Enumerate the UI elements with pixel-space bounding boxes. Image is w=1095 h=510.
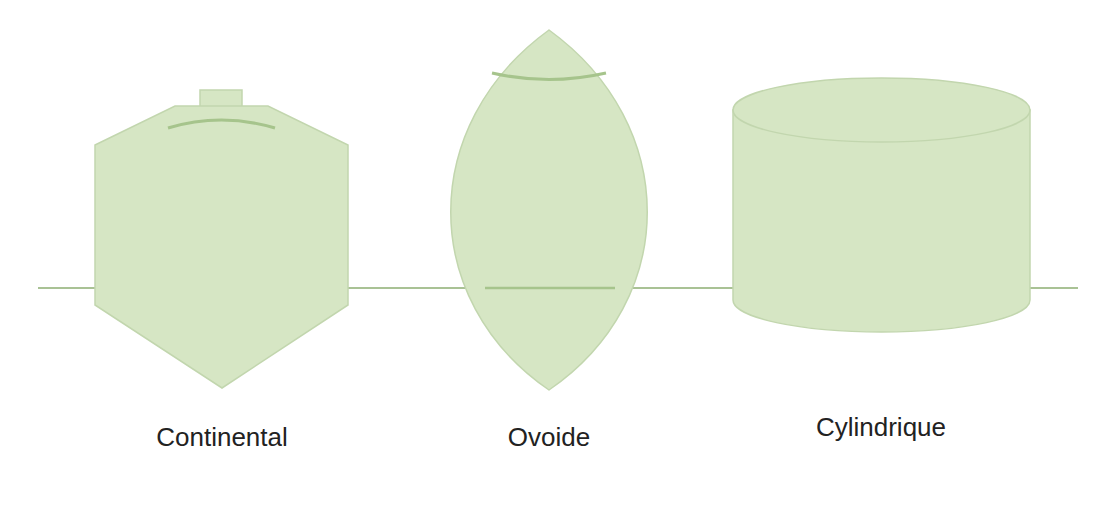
cylindrical-digester bbox=[733, 78, 1030, 332]
ovoid-digester bbox=[451, 30, 648, 390]
shape-label: Continental bbox=[156, 422, 288, 453]
shape-label: Ovoide bbox=[508, 422, 590, 453]
shape-label: Cylindrique bbox=[816, 412, 946, 443]
continental-digester bbox=[95, 90, 348, 388]
